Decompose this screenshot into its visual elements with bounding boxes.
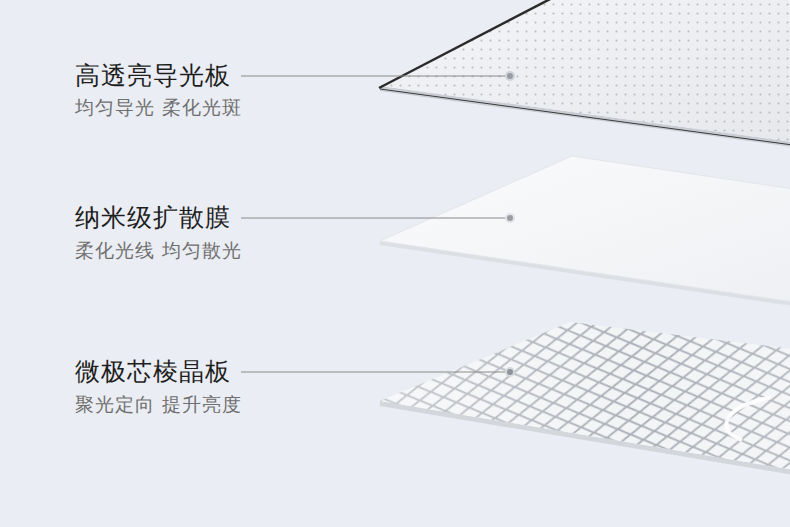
part-note: 均匀导光 柔化光斑 <box>75 95 242 121</box>
leader-dot <box>506 214 514 222</box>
leader-line <box>241 218 506 219</box>
plate-edge-line <box>379 0 556 88</box>
leader-line <box>241 372 506 373</box>
prism-shade <box>380 322 790 471</box>
part-name: 微极芯棱晶板 <box>75 355 231 388</box>
leader-dot <box>506 368 514 376</box>
light-guide-plate <box>380 0 790 143</box>
part-note: 聚光定向 提升亮度 <box>75 392 242 418</box>
part-name: 纳米级扩散膜 <box>75 201 231 234</box>
leader-line <box>241 76 506 77</box>
prism-plate <box>380 322 790 471</box>
leader-dot <box>506 72 514 80</box>
plate-edge-line <box>380 89 790 146</box>
part-name: 高透亮导光板 <box>75 59 231 92</box>
diffusion-film <box>380 156 790 303</box>
logo-arc <box>726 398 770 440</box>
plate-dots <box>380 0 790 143</box>
part-note: 柔化光线 均匀散光 <box>75 238 242 264</box>
